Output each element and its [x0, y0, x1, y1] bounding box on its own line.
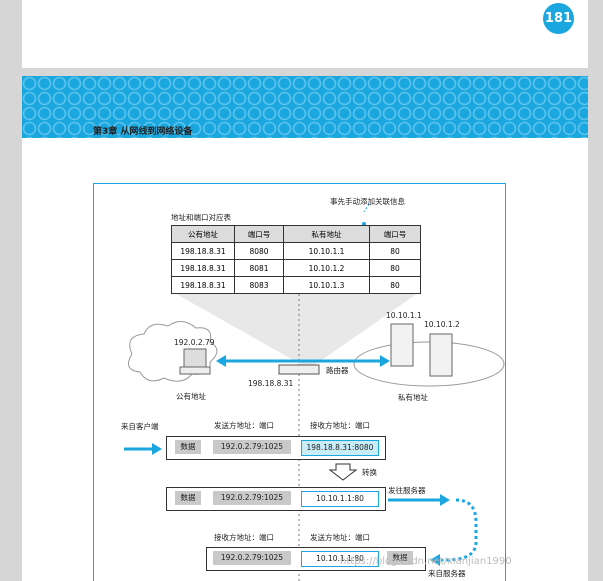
previous-page: 181 — [22, 0, 588, 68]
page: 第3章 从网线到网络设备 — [22, 76, 588, 581]
router-label: 路由器 — [326, 366, 349, 375]
table-cell: 198.18.8.31 — [171, 276, 235, 294]
packet-1-data: 数据 — [175, 440, 201, 454]
server-1-icon — [390, 323, 414, 367]
header-public-address: 公有地址 — [171, 225, 235, 243]
watermark: https://blog.csdn.net/xianjian1990 — [340, 556, 512, 567]
manual-annotation: 事先手动添加关联信息 — [330, 197, 405, 206]
table-cell: 10.10.1.2 — [283, 259, 370, 277]
from-server-label: 来自服务器 — [428, 569, 466, 578]
sender-label: 发送方地址：端口 — [214, 421, 274, 430]
chapter-title: 第3章 从网线到网络设备 — [93, 127, 193, 137]
public-address-label: 公有地址 — [176, 392, 206, 401]
table-cell: 80 — [369, 242, 421, 260]
client-pc-icon — [183, 348, 207, 368]
server-2-icon — [429, 333, 453, 377]
table-cell: 80 — [369, 276, 421, 294]
header-port-2: 端口号 — [369, 225, 421, 243]
table-cell: 8081 — [234, 259, 284, 277]
client-ip: 192.0.2.79 — [174, 338, 215, 347]
figure-graphics — [124, 203, 505, 581]
table-header-row: 公有地址 端口号 私有地址 端口号 — [171, 225, 421, 243]
table-cell: 8080 — [234, 242, 284, 260]
packet-2: 数据 192.0.2.79:1025 10.10.1.1:80 — [166, 487, 386, 511]
table-cell: 10.10.1.1 — [283, 242, 370, 260]
packet-3-data: 数据 — [387, 551, 413, 565]
table-cell: 198.18.8.31 — [171, 242, 235, 260]
convert-label: 转换 — [362, 468, 377, 477]
server2-ip: 10.10.1.2 — [424, 320, 460, 329]
to-server-label: 发往服务器 — [388, 486, 426, 495]
sender-label-2: 发送方地址：端口 — [310, 533, 370, 542]
packet-1-src: 192.0.2.79:1025 — [213, 440, 291, 454]
private-address-label: 私有地址 — [398, 393, 428, 402]
table-cell: 80 — [369, 259, 421, 277]
server1-ip: 10.10.1.1 — [386, 311, 422, 320]
packet-1-dst: 198.18.8.31:8080 — [301, 440, 379, 456]
table-cell: 198.18.8.31 — [171, 259, 235, 277]
router-icon — [278, 364, 320, 375]
packet-2-data: 数据 — [175, 491, 201, 505]
header-port: 端口号 — [234, 225, 284, 243]
table-title: 地址和端口对应表 — [171, 213, 231, 222]
packet-1: 数据 192.0.2.79:1025 198.18.8.31:8080 — [166, 436, 386, 460]
banner-pattern — [22, 76, 588, 138]
chapter-banner — [22, 76, 588, 138]
table-cell: 10.10.1.3 — [283, 276, 370, 294]
from-client-label: 来自客户端 — [121, 422, 159, 431]
figure-frame: 事先手动添加关联信息 地址和端口对应表 公有地址 端口号 私有地址 端口号 19… — [93, 183, 506, 581]
packet-3: 192.0.2.79:1025 10.10.1.1:80 数据 — [206, 547, 426, 571]
router-ip: 198.18.8.31 — [248, 379, 294, 388]
table-projection — [171, 291, 421, 369]
packet-3-dst: 192.0.2.79:1025 — [213, 551, 291, 565]
page-number: 181 — [543, 3, 574, 34]
header-private-address: 私有地址 — [283, 225, 370, 243]
table-cell: 8083 — [234, 276, 284, 294]
private-network-oval — [353, 341, 505, 387]
receiver-label: 接收方地址：端口 — [310, 421, 370, 430]
packet-2-src: 192.0.2.79:1025 — [213, 491, 291, 505]
packet-2-dst: 10.10.1.1:80 — [301, 491, 379, 507]
receiver-label-2: 接收方地址：端口 — [214, 533, 274, 542]
packet-3-src: 10.10.1.1:80 — [301, 551, 379, 567]
